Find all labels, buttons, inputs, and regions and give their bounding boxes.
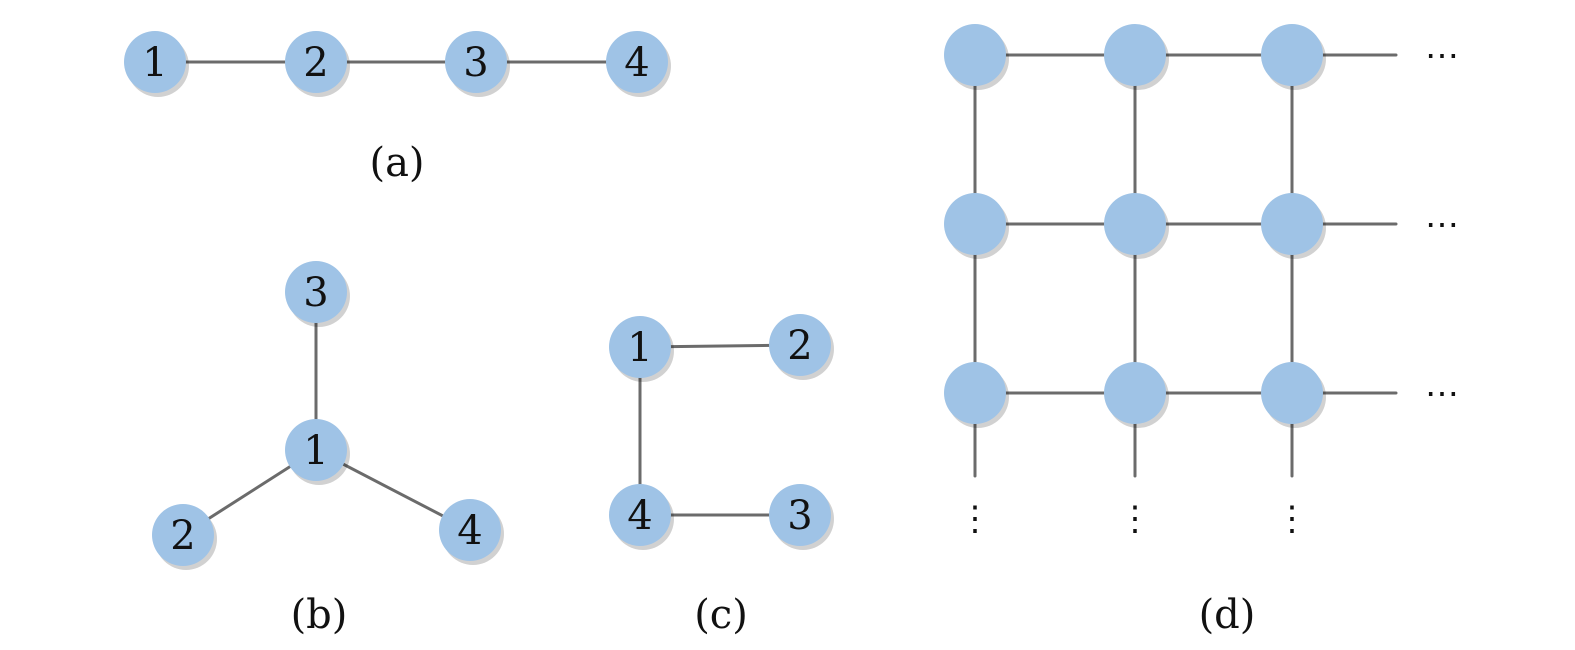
caption-b: (b) <box>291 592 348 638</box>
node-circle <box>152 504 214 566</box>
node-circle <box>124 31 186 93</box>
node-circle <box>944 24 1006 86</box>
continuation-marks: ⋯ ⋯ ⋯ ⋮ ⋮ ⋮ <box>958 36 1459 539</box>
node-c2: 2 <box>769 314 834 380</box>
node-a2: 2 <box>285 31 350 97</box>
node-circle <box>1261 362 1323 424</box>
node-circle <box>1104 362 1166 424</box>
node-label: 1 <box>142 40 167 86</box>
node-label: 2 <box>303 40 328 86</box>
col-continuation-2: ⋮ <box>1275 499 1309 539</box>
node-c4: 4 <box>609 484 674 550</box>
node-circle <box>606 31 668 93</box>
col-continuation-1: ⋮ <box>1118 499 1152 539</box>
node-label: 2 <box>170 513 195 559</box>
node-circle <box>1261 24 1323 86</box>
caption-d: (d) <box>1199 592 1256 638</box>
node-circle <box>609 484 671 546</box>
grid-node-1-1 <box>1104 193 1169 259</box>
node-circle <box>285 261 347 323</box>
node-label: 3 <box>463 40 488 86</box>
node-circle <box>1104 24 1166 86</box>
node-label: 1 <box>303 428 328 474</box>
node-label: 4 <box>627 493 652 539</box>
node-circle <box>944 193 1006 255</box>
node-label: 3 <box>303 270 328 316</box>
node-b3: 3 <box>285 261 350 327</box>
row-continuation-0: ⋯ <box>1425 36 1459 76</box>
grid-node-2-1 <box>1104 362 1169 428</box>
grid-node-0-2 <box>1261 24 1326 90</box>
node-a3: 3 <box>445 31 510 97</box>
node-c3: 3 <box>769 484 834 550</box>
node-circle <box>1104 193 1166 255</box>
row-continuation-2: ⋯ <box>1425 374 1459 414</box>
node-circle <box>285 419 347 481</box>
node-label: 4 <box>624 40 649 86</box>
node-b4: 4 <box>439 499 504 565</box>
node-circle <box>285 31 347 93</box>
node-circle <box>439 499 501 561</box>
col-continuation-0: ⋮ <box>958 499 992 539</box>
grid-node-1-2 <box>1261 193 1326 259</box>
nodes-layer: 1 2 3 4 3 1 2 4 1 2 4 3 <box>124 24 1326 570</box>
node-circle <box>609 316 671 378</box>
node-label: 3 <box>787 493 812 539</box>
node-label: 1 <box>627 325 652 371</box>
node-c1: 1 <box>609 316 674 382</box>
node-circle <box>769 314 831 376</box>
row-continuation-1: ⋯ <box>1425 205 1459 245</box>
caption-c: (c) <box>694 592 748 638</box>
caption-a: (a) <box>369 140 424 186</box>
grid-node-1-0 <box>944 193 1009 259</box>
node-label: 4 <box>457 508 482 554</box>
grid-node-0-1 <box>1104 24 1169 90</box>
grid-node-0-0 <box>944 24 1009 90</box>
node-circle <box>944 362 1006 424</box>
node-a4: 4 <box>606 31 671 97</box>
node-b1: 1 <box>285 419 350 485</box>
node-a1: 1 <box>124 31 189 97</box>
node-circle <box>445 31 507 93</box>
node-circle <box>769 484 831 546</box>
grid-node-2-2 <box>1261 362 1326 428</box>
node-circle <box>1261 193 1323 255</box>
node-b2: 2 <box>152 504 217 570</box>
node-label: 2 <box>787 323 812 369</box>
grid-node-2-0 <box>944 362 1009 428</box>
